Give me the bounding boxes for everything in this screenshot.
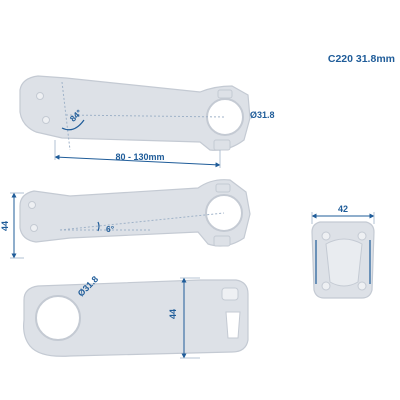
- stem-body: [19, 75, 251, 151]
- stack-height-side-label: 44: [0, 221, 10, 231]
- steerer-clamp: [35, 295, 81, 341]
- model-title: C220 31.8mm: [328, 53, 395, 65]
- bolt-icon: [28, 201, 36, 209]
- clamp-tab: [213, 139, 231, 151]
- bolt-icon: [36, 92, 44, 100]
- clamp-tab: [213, 235, 231, 247]
- faceplate-window: [325, 238, 363, 287]
- bolt-icon: [30, 224, 38, 232]
- stem-view-top: 84° Ø31.8 80 - 130mm: [19, 75, 275, 168]
- stem-axis-line: [59, 212, 225, 231]
- faceplate-width-label: 42: [338, 204, 348, 214]
- length-range-label: 80 - 130mm: [115, 152, 164, 162]
- stem-view-middle: 6° 44: [0, 179, 251, 259]
- clamp-tab: [217, 89, 233, 99]
- stack-height-top-label: 44: [168, 309, 178, 319]
- stem-view-bottom: Ø31.8 44: [23, 274, 249, 359]
- stem-body: [19, 179, 251, 247]
- bolt-icon: [357, 281, 367, 291]
- angle-arc: [61, 119, 85, 131]
- stem-axis-line: [65, 114, 226, 118]
- bolt-icon: [321, 281, 331, 291]
- rise-angle-label: 6°: [106, 224, 115, 234]
- bolt-icon: [357, 231, 367, 241]
- faceplate-view: 42: [311, 204, 375, 299]
- stem-body: [23, 279, 249, 357]
- bolt-icon: [221, 287, 239, 301]
- steerer-axis-line: [61, 81, 71, 151]
- angle-arc: [97, 221, 100, 232]
- length-dimension-line: [54, 154, 221, 168]
- clamp-diameter-label: Ø31.8: [250, 110, 275, 120]
- bolt-icon: [321, 231, 331, 241]
- bolt-icon: [42, 116, 50, 124]
- faceplate-cutout: [225, 311, 241, 339]
- clamp-tab: [215, 183, 231, 193]
